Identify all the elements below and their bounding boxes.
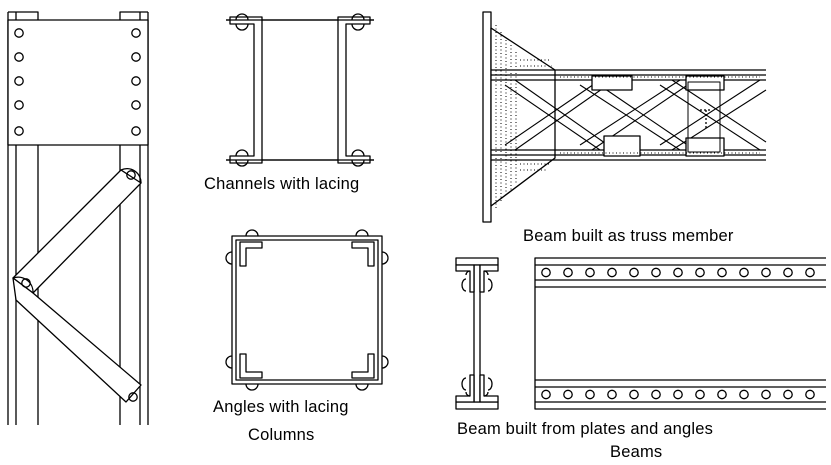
channel-right bbox=[337, 16, 371, 164]
truss-diagonals bbox=[504, 79, 767, 151]
lacing-rivet bbox=[21, 278, 31, 288]
rivet bbox=[629, 267, 639, 278]
caption-beam-plates-angles: Beam built from plates and angles bbox=[457, 420, 714, 438]
lacing-bar-upper bbox=[12, 169, 142, 294]
caption-beam-truss-member: Beam built as truss member bbox=[523, 227, 734, 245]
truss-end-plate bbox=[482, 11, 492, 223]
rivet bbox=[673, 389, 683, 400]
rivet bbox=[585, 267, 595, 278]
rivet bbox=[805, 389, 815, 400]
lacing-rivet bbox=[126, 170, 136, 180]
built-up-i-section bbox=[455, 257, 499, 410]
batten-plate bbox=[7, 19, 149, 146]
channel-left bbox=[229, 16, 263, 164]
web-plate bbox=[473, 264, 481, 403]
rivet bbox=[783, 267, 793, 278]
built-up-beam-elevation bbox=[534, 257, 826, 410]
rivet bbox=[805, 267, 815, 278]
rivet bbox=[651, 389, 661, 400]
truss-gusset bbox=[490, 27, 556, 207]
rivet bbox=[607, 389, 617, 400]
lacing-bar-joint bbox=[12, 276, 34, 294]
top-flange-plate bbox=[455, 257, 499, 266]
angle-bottom-left bbox=[239, 353, 263, 379]
rivet bbox=[651, 267, 661, 278]
rivet bbox=[563, 389, 573, 400]
rivet bbox=[607, 267, 617, 278]
rivet bbox=[541, 389, 551, 400]
rivet-heads bbox=[235, 13, 365, 167]
angle-top-left bbox=[239, 241, 263, 267]
rivet bbox=[673, 267, 683, 278]
lacing-rivet bbox=[128, 392, 138, 402]
batten-rivets bbox=[14, 28, 141, 136]
rivet-heads bbox=[225, 229, 389, 391]
rivet bbox=[761, 267, 771, 278]
angle-bottom-right bbox=[351, 353, 375, 379]
rivet bbox=[739, 267, 749, 278]
rivet bbox=[739, 389, 749, 400]
lacing-bar-top-end bbox=[120, 168, 142, 184]
rivet bbox=[783, 389, 793, 400]
truss-beam bbox=[482, 11, 767, 223]
laced-column-elevation bbox=[7, 11, 149, 425]
lacing-bar-lower bbox=[12, 277, 142, 403]
beam-rivets bbox=[541, 267, 815, 400]
rivet bbox=[585, 389, 595, 400]
channels-lacing-section bbox=[226, 13, 374, 167]
caption-channels-with-lacing: Channels with lacing bbox=[204, 175, 360, 193]
caption-beams: Beams bbox=[610, 443, 663, 461]
caption-angles-with-lacing: Angles with lacing bbox=[213, 398, 349, 416]
rivet bbox=[761, 389, 771, 400]
caption-columns: Columns bbox=[248, 426, 315, 444]
rivet bbox=[563, 267, 573, 278]
angle-top-right bbox=[351, 241, 375, 267]
truss-rivets bbox=[495, 25, 760, 210]
rivet bbox=[695, 267, 705, 278]
rivet bbox=[717, 267, 727, 278]
rivet bbox=[695, 389, 705, 400]
rivet bbox=[629, 389, 639, 400]
angles-lacing-section bbox=[225, 229, 389, 391]
bottom-flange-plate bbox=[455, 401, 499, 410]
rivet bbox=[717, 389, 727, 400]
rivet bbox=[541, 267, 551, 278]
